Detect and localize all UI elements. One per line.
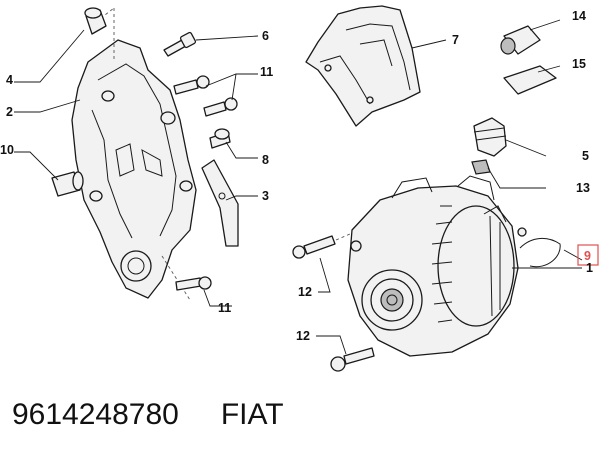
callout-11-lower: 11: [218, 301, 231, 315]
brand-name: FIAT: [220, 398, 284, 431]
callout-12-lower: 12: [296, 329, 310, 343]
bolt-part-11-upper: [173, 75, 238, 117]
bolt-part-11-lower: [175, 276, 212, 291]
mounting-bracket: [71, 39, 197, 299]
bushing-part-4: [84, 7, 107, 35]
part-number: 9614248780: [12, 398, 179, 431]
callout-14: 14: [572, 9, 586, 23]
bolt-part-12-lower: [330, 347, 375, 372]
callout-4: 4: [6, 73, 13, 87]
bush-part-10: [51, 171, 84, 197]
highlight-box-9: [577, 244, 599, 266]
cover-part-7: [305, 5, 421, 127]
callout-3: 3: [262, 189, 269, 203]
cable-part-9: [517, 227, 561, 268]
clip-part-3: [201, 159, 239, 247]
nut-part-13: [471, 159, 491, 175]
callout-1: 1: [586, 261, 593, 275]
callout-2: 2: [6, 105, 13, 119]
callout-8: 8: [262, 153, 269, 167]
callout-5: 5: [582, 149, 589, 163]
callout-6: 6: [262, 29, 269, 43]
callout-15: 15: [572, 57, 586, 71]
bolt-part-6: [163, 31, 197, 57]
alternator-part-1: [347, 175, 519, 357]
plate-part-15: [503, 65, 557, 95]
bolt-part-12-upper: [292, 235, 336, 259]
callout-9: 9: [584, 249, 591, 263]
callout-10: 10: [0, 143, 14, 157]
callout-13: 13: [576, 181, 590, 195]
callout-12-upper: 12: [298, 285, 312, 299]
stud-part-8: [209, 128, 231, 149]
part-footer: 9614248780 FIAT: [12, 398, 326, 432]
cap-part-14: [500, 25, 541, 55]
boot-part-5: [473, 117, 507, 157]
callout-11-upper: 11: [260, 65, 273, 79]
leader-lines: [14, 19, 583, 355]
callout-7: 7: [452, 33, 459, 47]
